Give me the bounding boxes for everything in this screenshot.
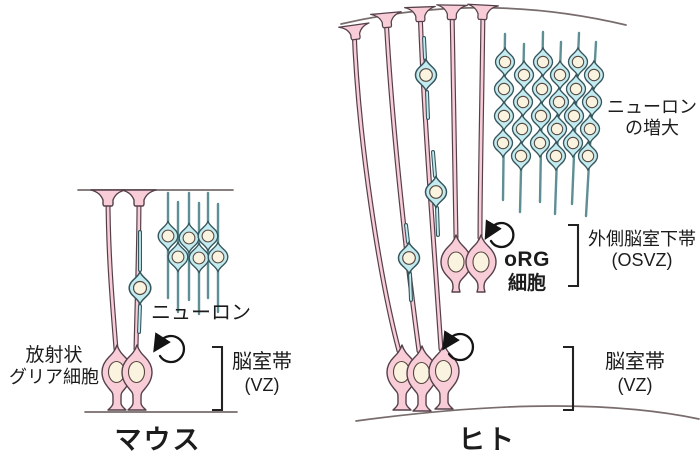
- osvz-label-line1: 外側脳室下帯: [588, 229, 696, 249]
- mouse-vz-label-line1: 脳室帯: [232, 351, 292, 373]
- human-ventricular-surface-arc: [355, 405, 700, 422]
- org-self-renewal-arrow-icon: [484, 219, 515, 249]
- radial-glia-label-line1: 放射状: [25, 345, 83, 366]
- osvz-bracket: [568, 223, 580, 288]
- mouse-neuron-label: ニューロン: [151, 302, 251, 324]
- human-vz-bracket: [563, 345, 575, 412]
- neuron-increase-label-line1: ニューロン: [607, 97, 697, 117]
- org-cell-label-line2: 細胞: [507, 272, 546, 294]
- human-panel-artwork: [338, 3, 700, 422]
- radial-glia-label: 放射状 グリア細胞: [2, 345, 106, 389]
- mouse-panel-artwork: [77, 189, 238, 413]
- radial-glia-label-line2: グリア細胞: [9, 367, 99, 388]
- org-cell-label: oRG 細胞: [498, 248, 556, 295]
- human-vz-label-line1: 脳室帯: [605, 351, 665, 373]
- human-vz-self-renewal-arrow-icon: [442, 330, 475, 362]
- org-cells: [440, 234, 497, 293]
- neuron-increase-label-line2: の増大: [625, 118, 679, 139]
- neuron-increase-label: ニューロン の増大: [602, 97, 700, 139]
- mouse-vz-bracket: [212, 345, 224, 412]
- mouse-caption: マウス: [114, 425, 202, 455]
- osvz-label-line2: (OSVZ): [611, 250, 673, 271]
- org-cell-label-line1: oRG: [504, 248, 550, 271]
- human-radial-glia-fibers: [338, 3, 499, 351]
- mouse-vz-label-line2: (VZ): [244, 374, 280, 395]
- human-migrating-neurons: [397, 36, 448, 302]
- human-vz-label: 脳室帯 (VZ): [596, 351, 674, 396]
- mouse-self-renewal-arrow-icon: [153, 332, 186, 364]
- mouse-migrating-neuron: [128, 230, 152, 334]
- osvz-label: 外側脳室下帯 (OSVZ): [582, 229, 700, 271]
- human-vz-label-line2: (VZ): [617, 374, 653, 395]
- human-caption: ヒト: [458, 425, 516, 455]
- mouse-radial-glia-cells: [101, 344, 153, 411]
- human-neuron-cluster: [492, 47, 605, 171]
- mouse-vz-label: 脳室帯 (VZ): [224, 351, 300, 396]
